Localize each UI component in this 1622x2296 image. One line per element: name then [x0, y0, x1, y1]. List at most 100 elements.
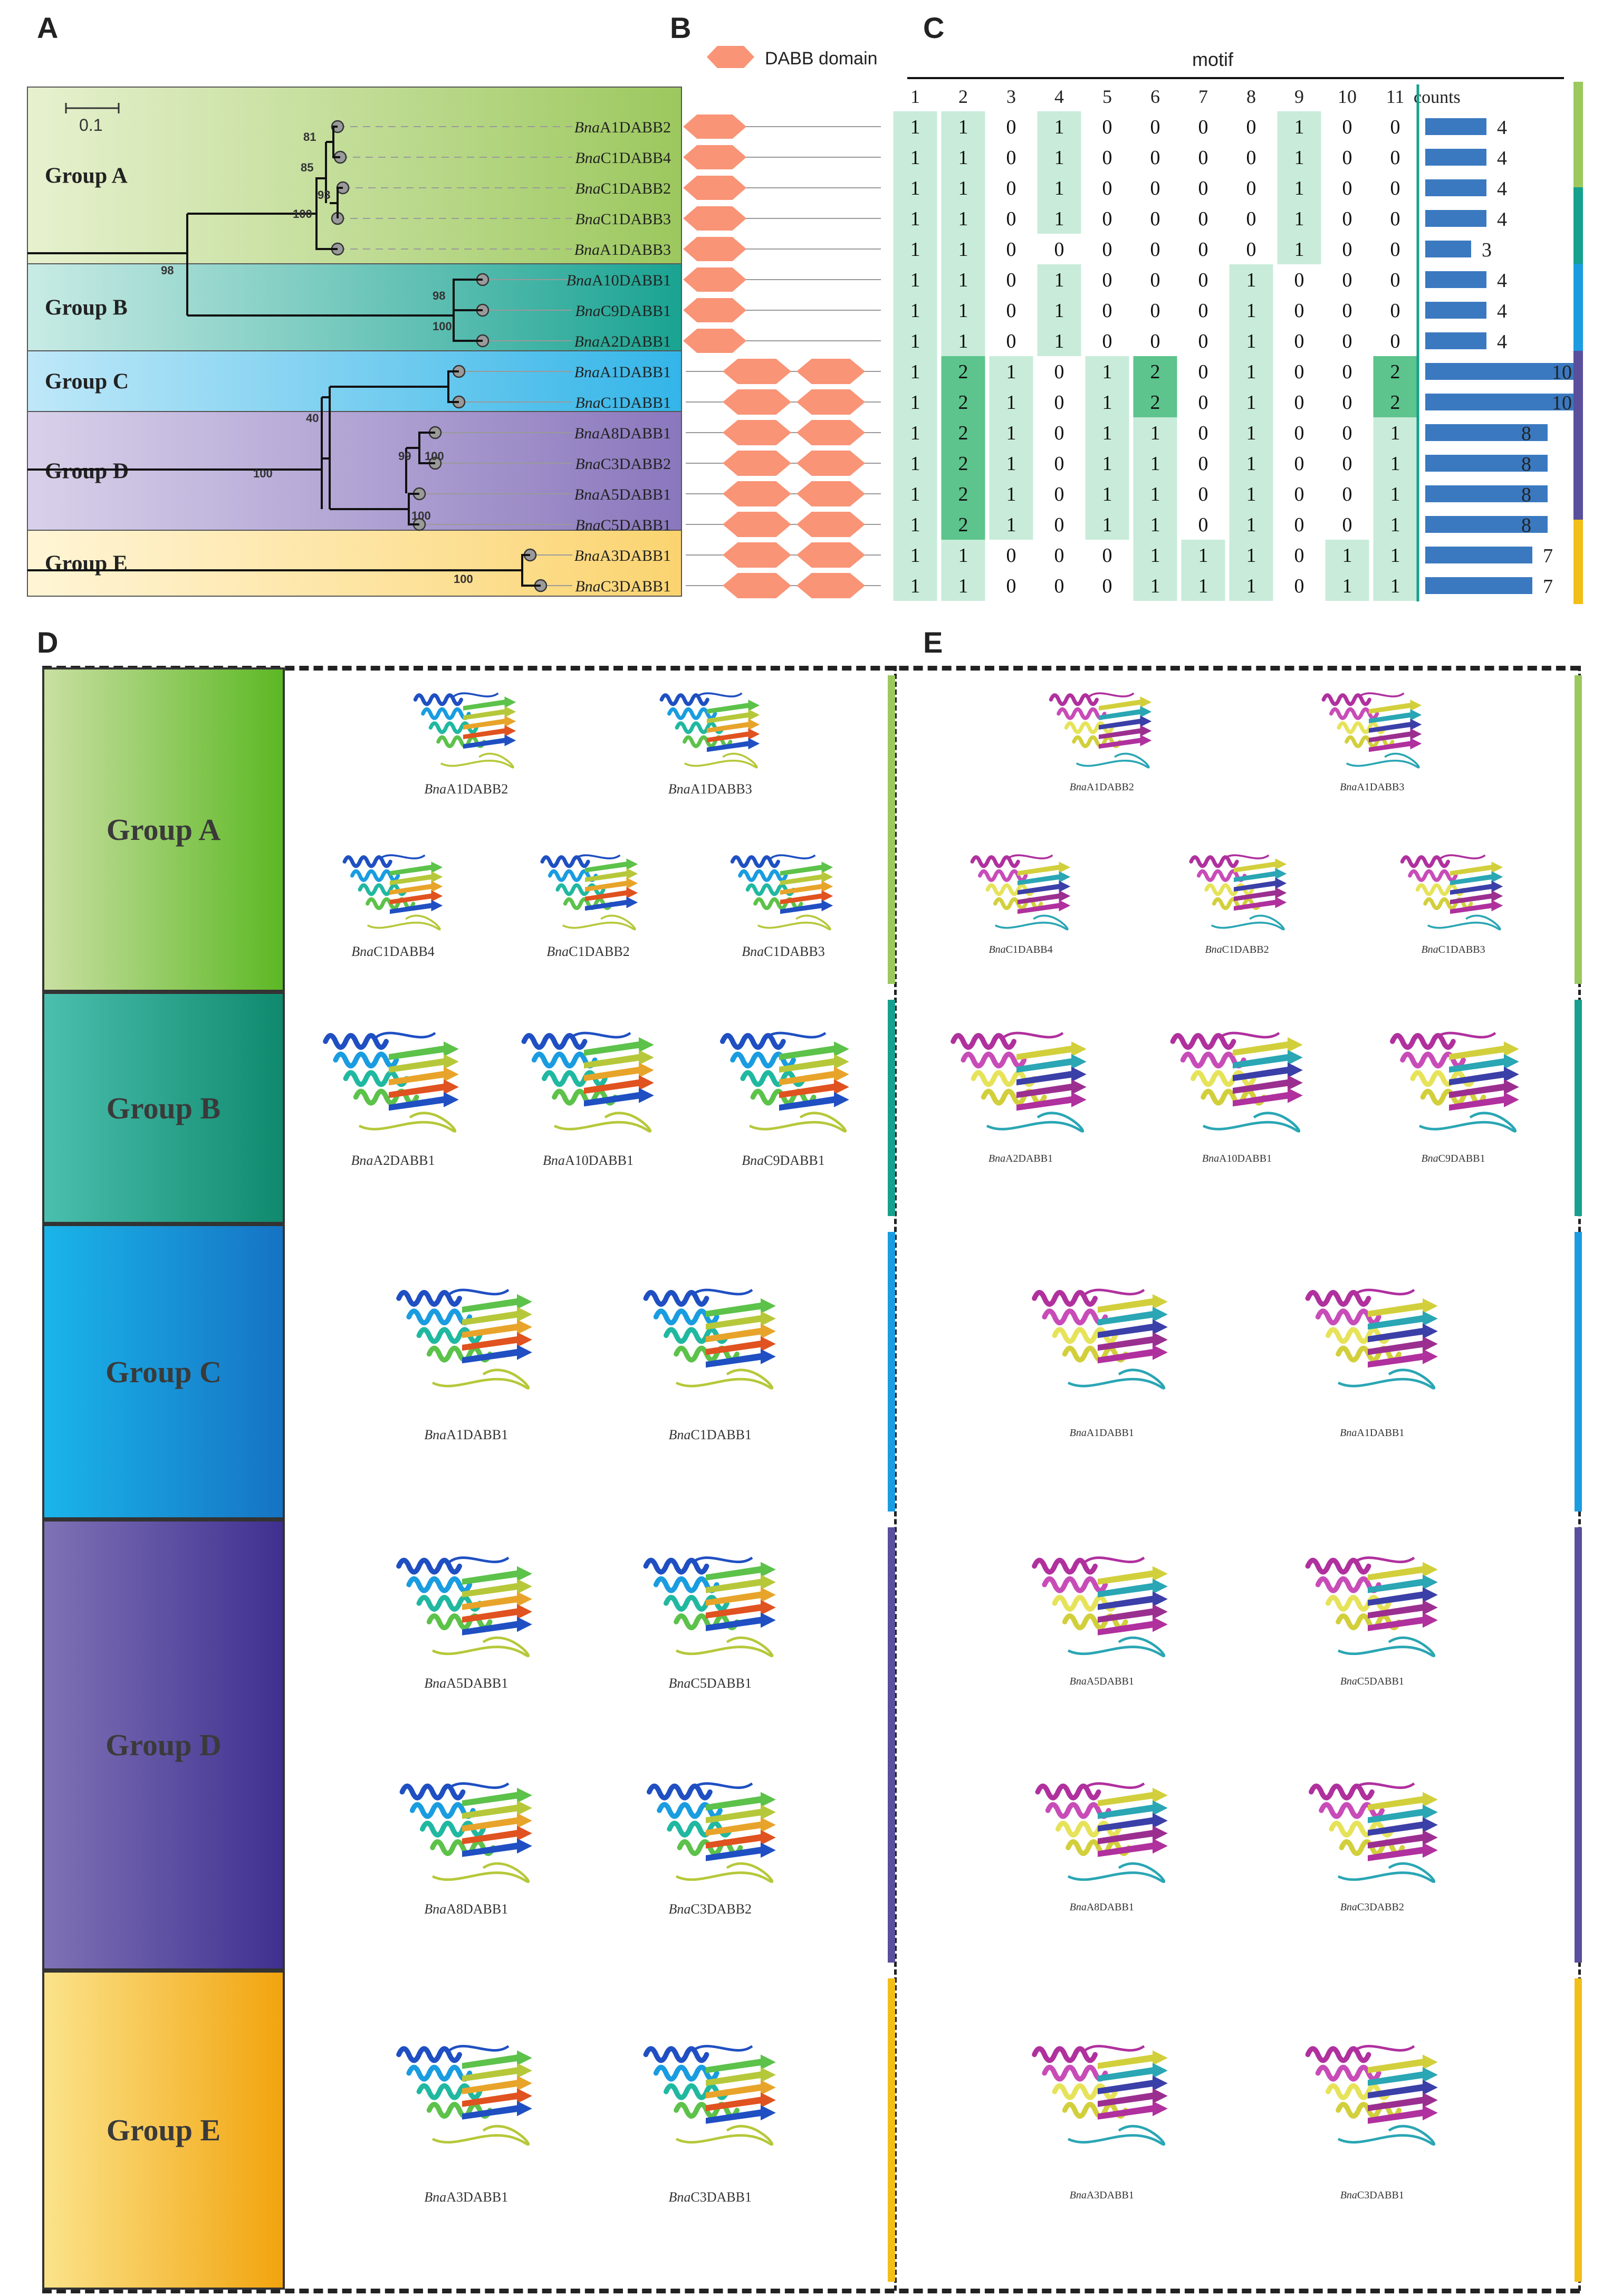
motif-cell-value: 2	[1390, 391, 1400, 414]
structure-label-name: C1DABB2	[569, 943, 630, 959]
ribbon-structure-rainbow	[647, 1782, 776, 1883]
motif-column-header: 3	[1006, 86, 1016, 107]
structure-label: BnaC1DABB1	[631, 1427, 789, 1443]
counts-header: counts	[1414, 88, 1461, 107]
dabb-domain	[723, 359, 791, 384]
dabb-domain	[723, 512, 791, 537]
motif-cell-shade	[989, 479, 1033, 509]
motif-cell-value: 1	[1198, 544, 1208, 567]
motif-cell-shade	[941, 509, 985, 540]
motif-cell-value: 0	[1294, 330, 1304, 352]
motif-cell-shade	[1133, 387, 1177, 417]
structure-model	[309, 1020, 477, 1147]
structure-label: BnaA1DABB1	[1023, 1427, 1181, 1439]
motif-cell-value: 1	[1054, 177, 1064, 199]
counts-value: 4	[1497, 117, 1507, 139]
counts-value: 10	[1552, 361, 1572, 384]
leaf-label: BnaA10DABB1	[567, 272, 671, 289]
panel-label-b: B	[670, 11, 692, 44]
structure-label-prefix: Bna	[546, 943, 569, 959]
motif-cell-shade	[1037, 203, 1081, 234]
structure-label: BnaC9DABB1	[704, 1153, 862, 1169]
motif-cell-value: 0	[1198, 300, 1208, 322]
motif-cell-value: 2	[1150, 391, 1160, 414]
counts-bar	[1425, 241, 1471, 257]
motif-column-header: 1	[910, 86, 920, 107]
motif-cell-shade	[1037, 142, 1081, 173]
ribbon-structure-ss	[1400, 854, 1503, 931]
motif-cell-value: 1	[1102, 514, 1112, 536]
motif-cell-value: 0	[1246, 147, 1256, 169]
structure-model	[382, 1546, 551, 1670]
motif-column-header: 8	[1246, 86, 1256, 107]
motif-cell-value: 0	[1342, 300, 1352, 322]
motif-cell-value: 1	[958, 208, 968, 230]
motif-cell-shade	[893, 479, 937, 509]
motif-cell-value: 1	[1102, 391, 1112, 414]
motif-cell-value: 0	[1054, 514, 1064, 536]
leaf-label: BnaC3DABB2	[575, 455, 671, 473]
frame-divider-dash	[894, 666, 897, 2291]
ribbon-structure-ss	[951, 1031, 1087, 1133]
motif-cell-value: 0	[1006, 300, 1016, 322]
structure-label-name: C3DABB2	[1357, 1901, 1404, 1913]
structure-model	[504, 849, 673, 938]
counts-value: 3	[1482, 239, 1492, 261]
motif-cell-value: 2	[1390, 361, 1400, 383]
scale-bar-label: 0.1	[79, 116, 102, 135]
motif-cell-value: 1	[910, 422, 920, 444]
structure-label-name: A1DABB2	[1086, 781, 1134, 793]
leaf-label: BnaC5DABB1	[575, 516, 671, 534]
motif-cell-value: 1	[958, 300, 968, 322]
structure-model	[699, 849, 868, 938]
motif-cell-value: 0	[1294, 391, 1304, 414]
group-color-strip-d	[888, 675, 895, 984]
frame-bottom-dash	[42, 2289, 1580, 2293]
motif-cell-value: 1	[1390, 544, 1400, 567]
motif-cell-value: 1	[910, 330, 920, 352]
motif-cell-value: 1	[1390, 483, 1400, 505]
structure-label-prefix: Bna	[742, 1152, 764, 1168]
structure-label-name: A5DABB1	[1086, 1676, 1134, 1688]
structure-model	[382, 2009, 551, 2185]
motif-cell-value: 1	[1246, 422, 1256, 444]
motif-cell-shade	[941, 142, 985, 173]
motif-cell-value: 0	[1054, 483, 1064, 505]
motif-cell-value: 1	[1102, 453, 1112, 475]
motif-cell-shade	[1085, 417, 1129, 448]
motif-cell-value: 1	[1246, 269, 1256, 291]
structure-label: BnaA1DABB2	[1023, 781, 1181, 793]
motif-cell-shade	[989, 448, 1033, 479]
motif-cell-value: 1	[910, 361, 920, 383]
structure-model	[1288, 2009, 1456, 2185]
motif-cell-shade	[1277, 203, 1321, 234]
structure-label-name: A2DABB1	[373, 1152, 435, 1168]
motif-cell-shade	[1037, 111, 1081, 142]
structure-model	[626, 2009, 794, 2185]
structure-model	[1288, 1546, 1456, 1670]
structure-label-prefix: Bna	[1205, 943, 1222, 955]
motif-column-header: 10	[1338, 86, 1357, 107]
motif-cell-value: 1	[1390, 514, 1400, 536]
motif-cell-value: 1	[1294, 116, 1304, 138]
structure-model	[936, 1020, 1105, 1147]
motif-cell-value: 0	[1054, 544, 1064, 567]
motif-cell-shade	[941, 570, 985, 601]
leaf-label: BnaA1DABB3	[574, 241, 671, 259]
motif-cell-shade	[893, 540, 937, 570]
structure-label: BnaA10DABB1	[509, 1153, 667, 1169]
motif-cell-value: 1	[1150, 422, 1160, 444]
motif-cell-value: 1	[1390, 575, 1400, 597]
structure-label-name: A5DABB1	[446, 1676, 508, 1691]
motif-cell-value: 1	[1150, 483, 1160, 505]
motif-cell-shade	[1277, 234, 1321, 264]
dabb-domain	[796, 481, 865, 506]
counts-bar	[1425, 547, 1532, 563]
dabb-domain	[796, 420, 865, 445]
motif-cell-value: 0	[1006, 330, 1016, 352]
motif-cell-shade	[941, 173, 985, 203]
motif-cell-shade	[941, 448, 985, 479]
motif-cell-shade	[1085, 448, 1129, 479]
motif-cell-value: 0	[1294, 514, 1304, 536]
motif-cell-value: 0	[1102, 269, 1112, 291]
